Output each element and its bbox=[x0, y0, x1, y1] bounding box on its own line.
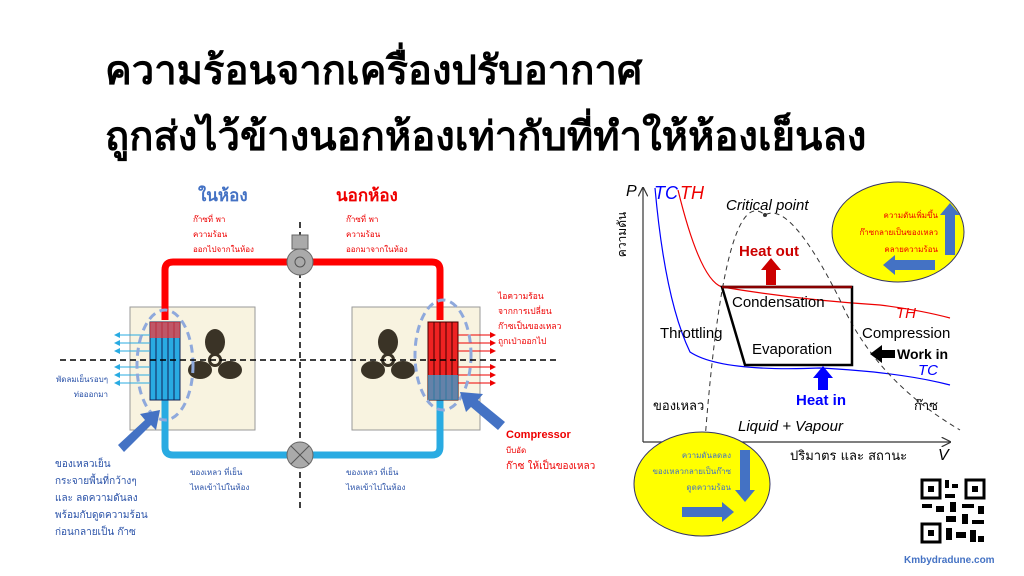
indoor-label: ในห้อง bbox=[198, 186, 248, 206]
title-line-1: ความร้อนจากเครื่องปรับอากาศ bbox=[105, 48, 643, 94]
note-line: ความดันลดลง bbox=[681, 451, 731, 460]
qr-code bbox=[920, 478, 986, 544]
note-line: จากการเปลี่ยน bbox=[498, 307, 552, 317]
evaporator-coil bbox=[149, 321, 181, 401]
heat-out-label: Heat out bbox=[739, 243, 799, 260]
note-line: ก่อนกลายเป็น ก๊าซ bbox=[55, 527, 136, 538]
note-line: ของเหลว ที่เย็น bbox=[346, 468, 399, 477]
note-line: และ ลดความดันลง bbox=[55, 493, 138, 504]
note-line: กระจายพื้นที่กว้างๆ bbox=[55, 476, 137, 487]
bottom-bubble bbox=[633, 431, 771, 537]
gas-label: ก๊าซ bbox=[914, 399, 938, 414]
note-line: ก๊าซ ให้เป็นของเหลว bbox=[506, 461, 596, 472]
note-line: คลายความร้อน bbox=[884, 245, 938, 254]
cold-air-arrows bbox=[114, 332, 150, 386]
th-isotherm bbox=[677, 189, 951, 319]
work-in-label: Work in bbox=[897, 346, 949, 362]
critical-point-marker bbox=[763, 213, 767, 217]
note-line: ก๊าซที่ พา bbox=[346, 215, 379, 224]
hot-air-arrows bbox=[458, 332, 496, 386]
bottom-left-note: ของเหลว ที่เย็น ไหลเข้าไปในห้อง bbox=[190, 465, 249, 495]
note-line: ไหลเข้าไปในห้อง bbox=[346, 483, 406, 492]
top-bubble bbox=[831, 181, 965, 283]
note-line: ก๊าซที่ พา bbox=[193, 215, 226, 224]
fan-icon bbox=[361, 329, 415, 379]
note-line: ไหลเข้าไปในห้อง bbox=[190, 483, 250, 492]
note-line: ของเหลวกลายเป็นก๊าซ bbox=[652, 467, 731, 476]
bottom-right-note: ของเหลว ที่เย็น ไหลเข้าไปในห้อง bbox=[346, 465, 405, 495]
liquid-label: ของเหลว bbox=[653, 399, 705, 414]
heat-in-arrow bbox=[813, 366, 833, 390]
compressor-title: Compressor bbox=[506, 429, 571, 441]
title-line-2: ถูกส่งไว้ข้างนอกห้องเท่ากับที่ทำให้ห้องเ… bbox=[105, 114, 867, 160]
note-line: ก๊าซกลายเป็นของเหลว bbox=[859, 228, 938, 237]
note-line: ของเหลว ที่เย็น bbox=[190, 468, 243, 477]
expansion-valve-icon bbox=[286, 441, 314, 469]
liquid-vapour-label: Liquid + Vapour bbox=[738, 418, 843, 435]
compressor-note: Compressor บีบอัด ก๊าซ ให้เป็นของเหลว bbox=[506, 427, 595, 475]
note-line: ออกมาจากในห้อง bbox=[346, 245, 408, 254]
note-line: ท่อออกมา bbox=[73, 390, 108, 399]
condenser-pointer-arrow bbox=[460, 392, 505, 430]
heat-out-arrow bbox=[761, 258, 781, 285]
th-label-top: TH bbox=[680, 183, 704, 203]
note-line: ถูกเป่าออกไป bbox=[498, 337, 547, 347]
compression-label: Compression bbox=[862, 325, 951, 342]
indoor-top-note: ก๊าซที่ พา ความร้อน ออกไปจากในห้อง bbox=[193, 212, 254, 257]
note-line: ของเหลวเย็น bbox=[55, 459, 111, 470]
note-line: ความร้อน bbox=[346, 230, 381, 239]
top-bubble-text: ความดันเพิ่มขึ้น ก๊าซกลายเป็นของเหลว คลา… bbox=[836, 207, 938, 258]
condensation-label: Condensation bbox=[732, 294, 825, 311]
throttling-label: Throttling bbox=[660, 325, 723, 342]
th-label: TH bbox=[896, 305, 916, 322]
volume-axis-symbol: V bbox=[938, 447, 949, 464]
pressure-axis-symbol: P bbox=[626, 183, 637, 200]
outdoor-label: นอกห้อง bbox=[336, 186, 398, 206]
note-line: ความร้อน bbox=[193, 230, 228, 239]
note-line: ความดันเพิ่มขึ้น bbox=[883, 211, 939, 220]
note-line: พัดลมเย็นรอบๆ bbox=[55, 375, 108, 384]
note-line: ดูดความร้อน bbox=[686, 483, 731, 492]
note-line: ออกไปจากในห้อง bbox=[193, 245, 254, 254]
work-in-arrow bbox=[870, 345, 895, 363]
evaporator-highlight bbox=[135, 308, 195, 422]
website-link[interactable]: Kmbydradune.com bbox=[904, 555, 995, 566]
condenser-note: ไอความร้อน จากการเปลี่ยน ก๊าซเป็นของเหลว… bbox=[498, 290, 561, 350]
compressor-icon bbox=[286, 234, 314, 276]
note-line: ไอความร้อน bbox=[498, 292, 544, 302]
condenser-highlight bbox=[413, 298, 473, 412]
pressure-axis-label: ความดัน bbox=[615, 211, 630, 258]
heat-in-label: Heat in bbox=[796, 392, 847, 409]
tc-label: TC bbox=[918, 362, 938, 379]
outdoor-top-note: ก๊าซที่ พา ความร้อน ออกมาจากในห้อง bbox=[346, 212, 408, 257]
bottom-bubble-text: ความดันลดลง ของเหลวกลายเป็นก๊าซ ดูดความร… bbox=[636, 448, 731, 496]
tc-label-top: TC bbox=[654, 183, 678, 203]
note-line: ก๊าซเป็นของเหลว bbox=[498, 322, 562, 332]
evaporator-pointer-arrow bbox=[118, 410, 160, 452]
evaporator-note: ของเหลวเย็น กระจายพื้นที่กว้างๆ และ ลดคว… bbox=[55, 456, 148, 541]
note-line: พร้อมกับดูดความร้อน bbox=[55, 510, 148, 521]
note-line: บีบอัด bbox=[506, 446, 527, 455]
fan-note: พัดลมเย็นรอบๆ ท่อออกมา bbox=[42, 372, 108, 402]
evaporation-label: Evaporation bbox=[752, 341, 833, 358]
volume-axis-label: ปริมาตร และ สถานะ bbox=[790, 449, 908, 464]
critical-point-label: Critical point bbox=[726, 197, 809, 214]
condenser-coil bbox=[427, 321, 459, 401]
